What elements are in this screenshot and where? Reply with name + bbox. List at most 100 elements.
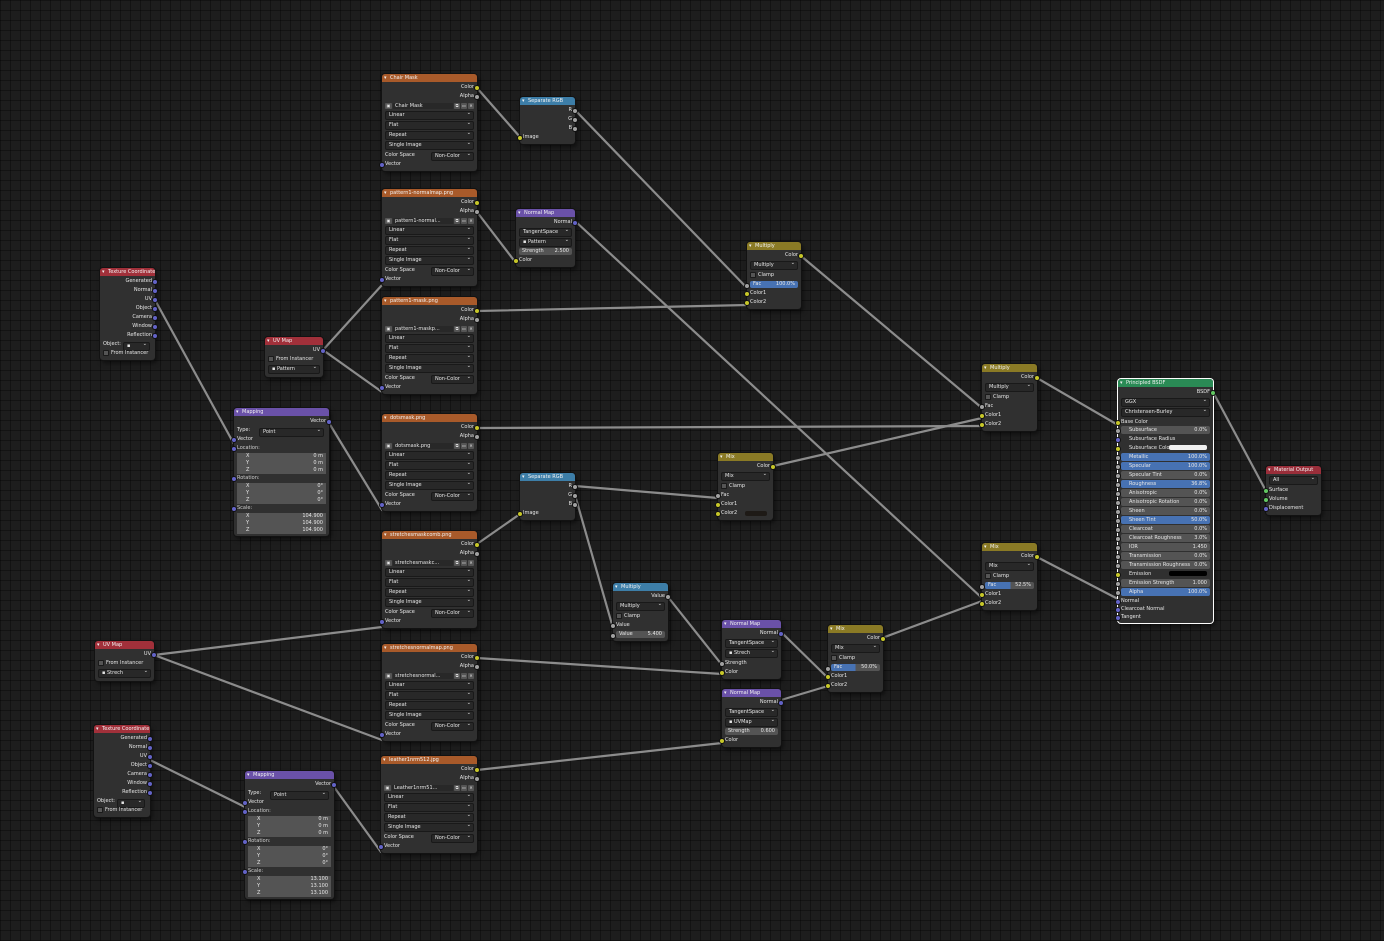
source-dropdown[interactable]: Single Image <box>385 364 474 373</box>
socket[interactable] <box>1115 518 1121 524</box>
socket[interactable] <box>1210 390 1216 396</box>
subsurface-color-swatch[interactable] <box>1169 445 1207 450</box>
source-dropdown[interactable]: Single Image <box>385 141 474 150</box>
texture-coordinate-node-2[interactable]: Texture CoordinateGeneratedNormalUVObjec… <box>94 725 153 817</box>
socket[interactable] <box>147 781 153 787</box>
socket[interactable] <box>320 348 326 354</box>
socket[interactable] <box>1263 497 1269 503</box>
blend-mode-dropdown[interactable]: Mix <box>985 562 1034 571</box>
color-space-dropdown[interactable]: Non-Color <box>431 722 474 731</box>
unlink-icon[interactable]: ✕ <box>468 443 474 449</box>
socket[interactable] <box>1115 563 1121 569</box>
extension-dropdown[interactable]: Repeat <box>384 813 474 822</box>
folder-icon[interactable]: ▭ <box>461 103 467 109</box>
color-space-dropdown[interactable]: Non-Color <box>431 267 474 276</box>
socket[interactable] <box>378 844 384 850</box>
image-selector[interactable]: ▣dotsmask.png⧉▭✕ <box>385 442 474 450</box>
socket[interactable] <box>147 745 153 751</box>
color-space-dropdown[interactable]: Non-Color <box>431 609 474 618</box>
unlink-icon[interactable]: ✕ <box>468 218 474 224</box>
socket[interactable] <box>979 422 985 428</box>
socket[interactable] <box>147 754 153 760</box>
image-selector[interactable]: ▣pattern1-normal...⧉▭✕ <box>385 217 474 225</box>
socket[interactable] <box>979 404 985 410</box>
socket[interactable] <box>1115 420 1121 426</box>
from-instancer-checkbox[interactable]: From Instancer <box>268 355 320 364</box>
projection-dropdown[interactable]: Flat <box>385 344 474 353</box>
socket[interactable] <box>474 551 480 557</box>
folder-icon[interactable]: ▭ <box>461 673 467 679</box>
folder-icon[interactable]: ▭ <box>461 560 467 566</box>
duplicate-icon[interactable]: ⧉ <box>454 326 460 332</box>
color-space-dropdown[interactable]: Non-Color <box>431 375 474 384</box>
source-dropdown[interactable]: Single Image <box>384 823 474 832</box>
socket[interactable] <box>242 800 248 806</box>
subsurface-method-dropdown[interactable]: Christensen-Burley <box>1121 408 1210 417</box>
unlink-icon[interactable]: ✕ <box>468 103 474 109</box>
image-texture-node-pattern-normal[interactable]: pattern1-normalmap.pngColorAlpha▣pattern… <box>379 189 480 286</box>
socket[interactable] <box>1115 607 1121 613</box>
socket[interactable] <box>1115 527 1121 533</box>
image-selector[interactable]: ▣pattern1-maskp...⧉▭✕ <box>385 325 474 333</box>
socket[interactable] <box>474 209 480 215</box>
socket[interactable] <box>474 542 480 548</box>
image-name-field[interactable]: stretchesmaskc... <box>393 560 453 566</box>
socket[interactable] <box>610 633 616 639</box>
socket[interactable] <box>517 135 523 141</box>
target-dropdown[interactable]: All <box>1269 476 1318 485</box>
socket[interactable] <box>1115 590 1121 596</box>
socket[interactable] <box>572 108 578 114</box>
image-browse-icon[interactable]: ▣ <box>385 103 392 109</box>
material-output-node[interactable]: Material Output All Surface Volume Displ… <box>1263 466 1321 515</box>
image-name-field[interactable]: dotsmask.png <box>393 443 453 449</box>
socket[interactable] <box>1115 599 1121 605</box>
interpolation-dropdown[interactable]: Linear <box>385 111 474 120</box>
blend-mode-dropdown[interactable]: Mix <box>831 644 880 653</box>
socket[interactable] <box>1115 446 1121 452</box>
socket[interactable] <box>231 506 237 512</box>
socket[interactable] <box>1115 572 1121 578</box>
extension-dropdown[interactable]: Repeat <box>385 471 474 480</box>
socket[interactable] <box>572 502 578 508</box>
socket[interactable] <box>147 790 153 796</box>
socket[interactable] <box>715 493 721 499</box>
from-instancer-checkbox[interactable]: From Instancer <box>98 659 151 668</box>
socket[interactable] <box>242 839 248 845</box>
source-dropdown[interactable]: Single Image <box>385 598 474 607</box>
socket[interactable] <box>770 464 776 470</box>
unlink-icon[interactable]: ✕ <box>468 326 474 332</box>
socket[interactable] <box>979 601 985 607</box>
separate-rgb-node-2[interactable]: Separate RGB R G B Image <box>517 473 578 520</box>
distribution-dropdown[interactable]: GGX <box>1121 398 1210 407</box>
socket[interactable] <box>979 413 985 419</box>
space-dropdown[interactable]: TangentSpace <box>725 708 778 717</box>
socket[interactable] <box>572 220 578 226</box>
uv-map-dropdown[interactable]: ▪ Pattern <box>519 238 572 247</box>
blend-mode-dropdown[interactable]: Mix <box>721 472 770 481</box>
object-picker[interactable]: ▪ <box>123 342 150 351</box>
image-texture-node-stretches-normal[interactable]: stretchesnormalmap.pngColorAlpha▣stretch… <box>379 644 480 741</box>
extension-dropdown[interactable]: Repeat <box>385 246 474 255</box>
mapping-node-1[interactable]: MappingVectorType:PointVectorLocation:X0… <box>231 408 332 536</box>
socket[interactable] <box>517 511 523 517</box>
